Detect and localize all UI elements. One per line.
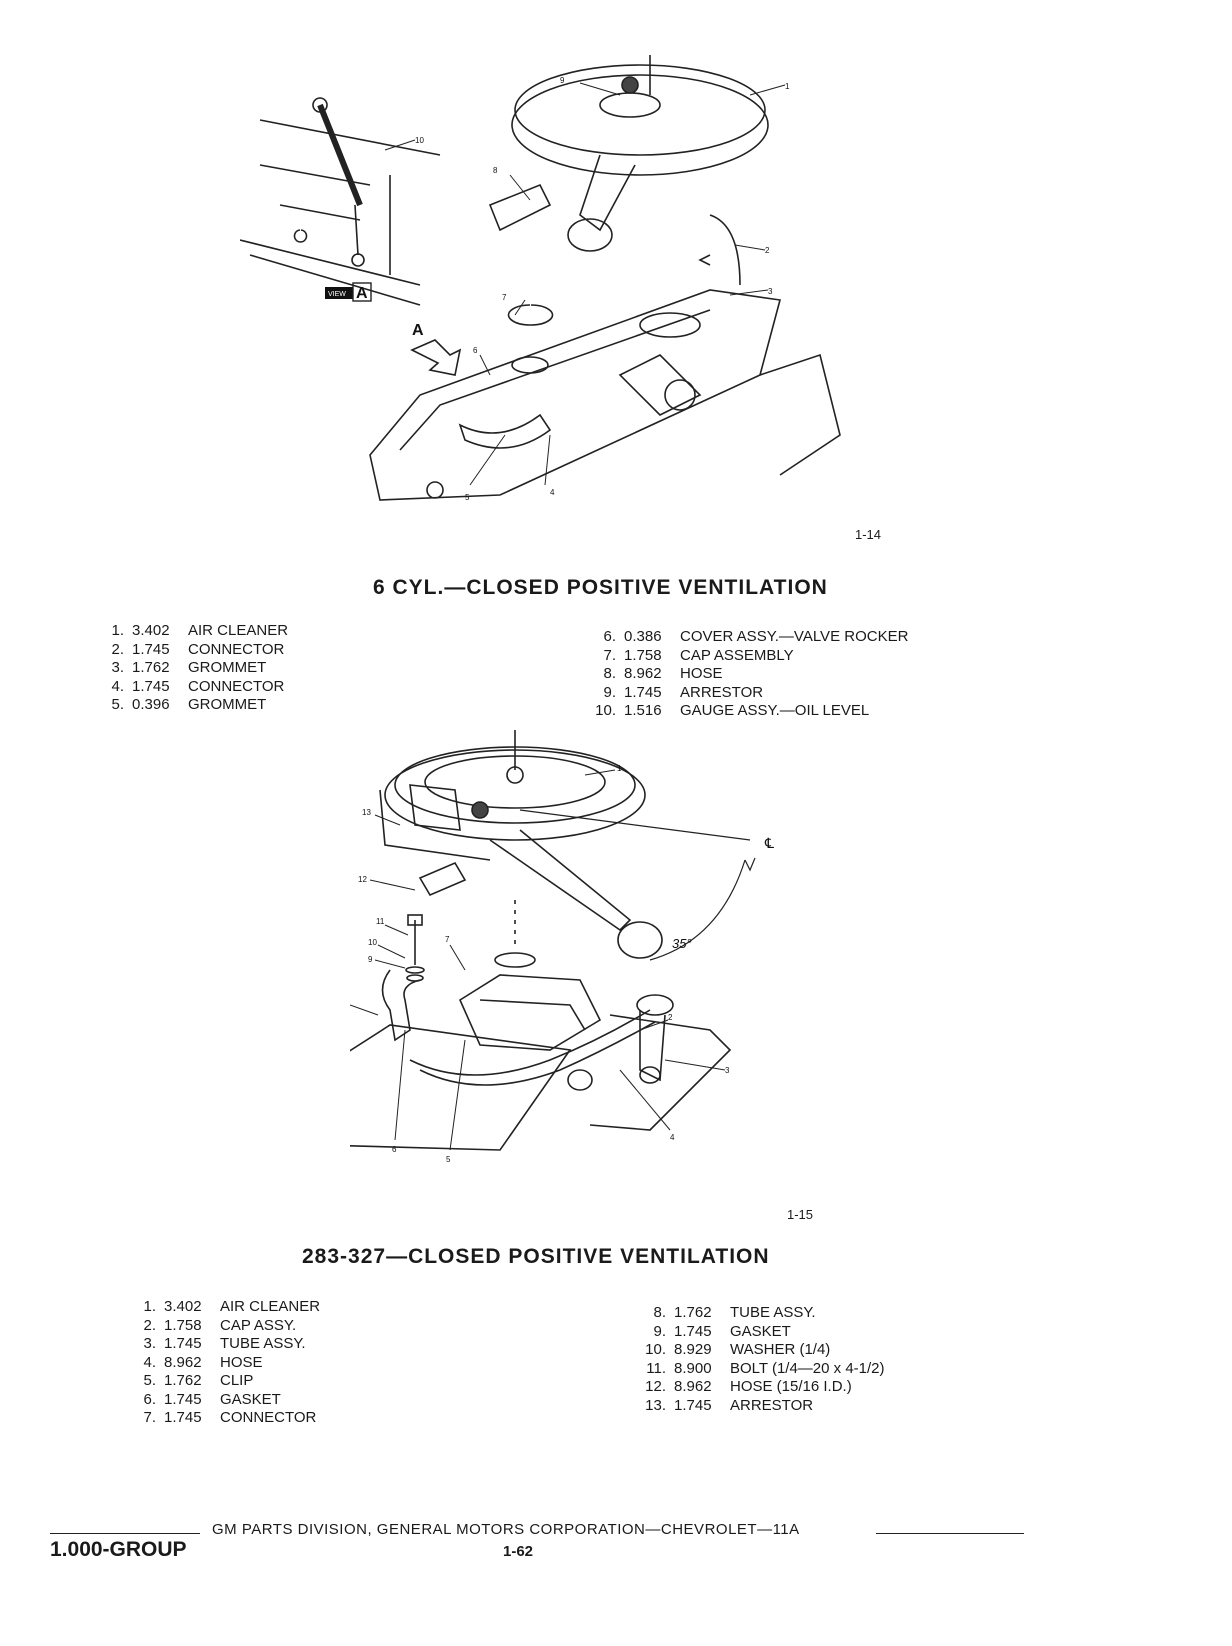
callout-12: 12 [358, 875, 367, 884]
rocker-cover-drawing [350, 994, 732, 1151]
callout-6: 6 [473, 346, 478, 355]
footer-corporation: GM PARTS DIVISION, GENERAL MOTORS CORPOR… [212, 1521, 800, 1538]
air-cleaner-drawing [379, 730, 663, 959]
tube-8-drawing [381, 969, 421, 1042]
figure-283-327-illustration: ℄ 35° 1 2 3 4 5 6 7 8 9 10 11 12 13 [350, 730, 820, 1210]
callout-8: 8 [493, 166, 498, 175]
callout-7: 7 [445, 935, 450, 944]
callout-3: 3 [768, 287, 773, 296]
footer-group-label: 1.000-GROUP [50, 1538, 187, 1561]
view-label: VIEW [328, 291, 346, 298]
callout-10: 10 [368, 938, 377, 947]
hose-12-drawing [418, 861, 467, 897]
figure-1-number: 1-14 [855, 527, 882, 542]
callout-9: 9 [560, 76, 565, 85]
callout-4: 4 [550, 488, 555, 497]
view-arrow-icon [410, 339, 462, 376]
callout-5: 5 [446, 1155, 451, 1164]
oil-gauge-inset [240, 97, 441, 306]
hose-8-drawing [488, 183, 552, 232]
rocker-cover-drawing [369, 214, 841, 501]
footer-rule-right [876, 1533, 1024, 1534]
callout-5: 5 [465, 493, 470, 502]
callout-1: 1 [617, 764, 622, 773]
callout-13: 13 [362, 808, 371, 817]
figure-2-number: 1-15 [787, 1207, 814, 1222]
view-letter: A [356, 285, 368, 302]
callout-10: 10 [415, 136, 424, 145]
figure-1-title: 6 CYL.—CLOSED POSITIVE VENTILATION [373, 576, 828, 599]
callout-9: 9 [368, 955, 373, 964]
figure-2-title: 283-327—CLOSED POSITIVE VENTILATION [302, 1245, 770, 1268]
footer-rule-left [50, 1533, 200, 1534]
carburetor-drawing [458, 974, 602, 1051]
page-number: 1-62 [503, 1543, 534, 1560]
arrow-letter: A [412, 322, 424, 339]
callout-2: 2 [668, 1013, 673, 1022]
callout-3: 3 [725, 1066, 730, 1075]
figure-6cyl-illustration: VIEW A A [240, 55, 860, 530]
callout-1: 1 [785, 82, 790, 91]
callout-4: 4 [670, 1133, 675, 1142]
centerline-symbol: ℄ [764, 836, 774, 852]
callout-11: 11 [376, 917, 385, 926]
air-cleaner-drawing [511, 55, 769, 252]
callout-2: 2 [765, 246, 770, 255]
callout-7: 7 [502, 293, 507, 302]
angle-label: 35° [672, 936, 692, 951]
callout-6: 6 [392, 1145, 397, 1154]
